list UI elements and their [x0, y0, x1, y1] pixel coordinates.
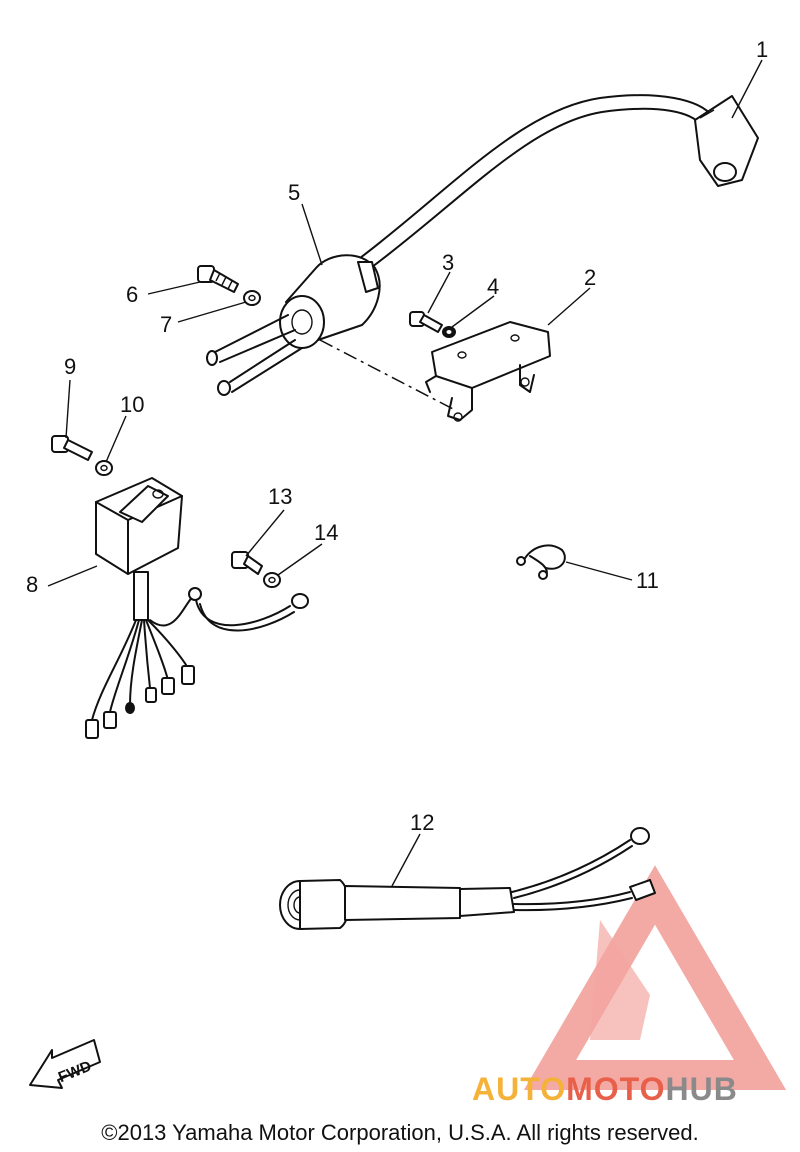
callout-13: 13 — [268, 484, 292, 509]
callout-12: 12 — [410, 810, 434, 835]
fwd-arrow-icon: FWD — [29, 1039, 101, 1089]
part-5-ignition-coil — [206, 254, 381, 396]
part-6-bolt — [197, 265, 239, 293]
part-13-bolt — [231, 551, 263, 575]
callout-2: 2 — [584, 265, 596, 290]
part-12-switch-lead — [279, 827, 656, 930]
part-8-cdi-unit — [85, 477, 309, 739]
watermark-logo — [523, 865, 787, 1090]
callout-10: 10 — [120, 392, 144, 417]
part-14-washer — [263, 572, 281, 588]
copyright-notice: ©2013 Yamaha Motor Corporation, U.S.A. A… — [101, 1120, 699, 1145]
callout-4: 4 — [487, 274, 499, 299]
callout-6: 6 — [126, 282, 138, 307]
watermark-moto: MOTO — [566, 1071, 665, 1107]
callout-3: 3 — [442, 250, 454, 275]
callout-1: 1 — [756, 37, 768, 62]
part-1-plug-cap — [359, 94, 759, 271]
part-10-washer — [95, 460, 113, 476]
leader-lines — [47, 59, 763, 887]
part-11-clamp — [516, 544, 566, 580]
callout-11: 11 — [636, 568, 659, 593]
part-3-bolt — [409, 311, 443, 333]
watermark-text: AUTOMOTOHUB — [472, 1071, 738, 1107]
callout-5: 5 — [288, 180, 300, 205]
callout-9: 9 — [64, 354, 76, 379]
callout-8: 8 — [26, 572, 38, 597]
callout-14: 14 — [314, 520, 338, 545]
part-9-bolt — [51, 435, 93, 461]
part-7-washer — [243, 290, 261, 306]
callout-7: 7 — [160, 312, 172, 337]
part-2-bracket — [425, 321, 551, 422]
part-4-washer — [442, 326, 456, 338]
watermark-auto: AUTO — [472, 1071, 566, 1107]
watermark-hub: HUB — [665, 1071, 737, 1107]
